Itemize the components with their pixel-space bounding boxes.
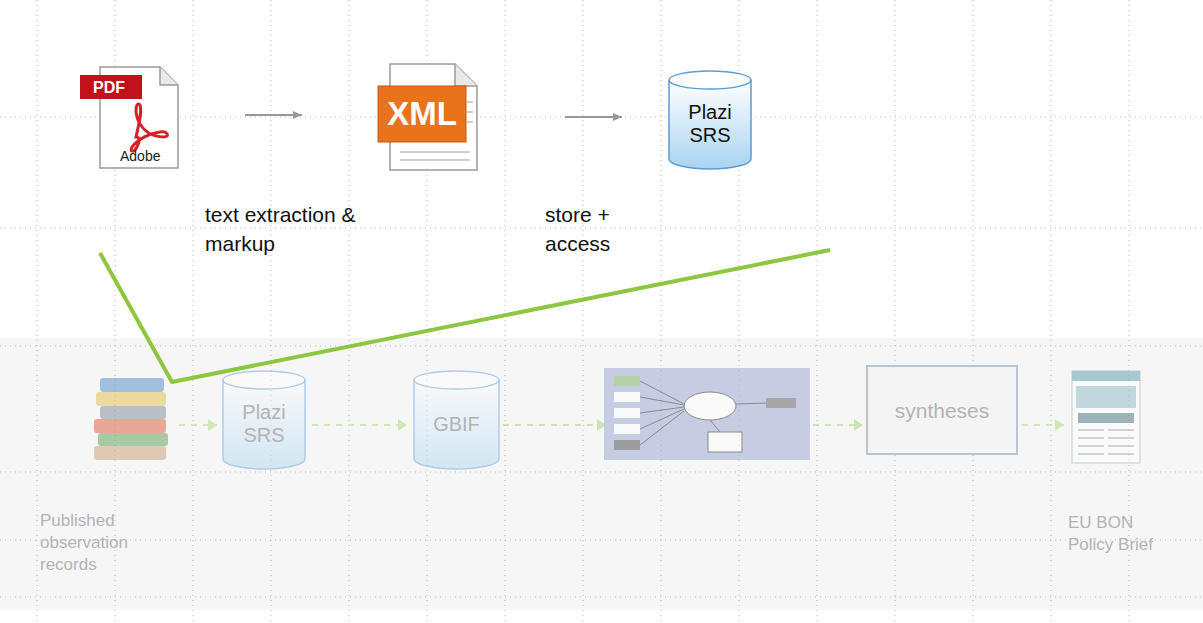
cylinder-label: Plazi SRS xyxy=(675,93,745,147)
pdf-label: PDF xyxy=(93,78,180,98)
process-arrow xyxy=(245,114,302,116)
step-label: text extraction & markup xyxy=(205,200,405,258)
pipeline-arrow xyxy=(179,424,217,426)
xml-label: XML xyxy=(375,95,469,133)
syntheses-node: syntheses xyxy=(866,365,1018,455)
pdf-node: PDF Adobe xyxy=(80,65,180,170)
step-label: store + access xyxy=(545,200,655,258)
cylinder-node: GBIF xyxy=(413,370,500,470)
source-label: Published observation records xyxy=(40,510,175,576)
adobe-label: Adobe xyxy=(120,148,180,164)
books-node: Published observation records xyxy=(40,370,175,600)
highlight-line xyxy=(100,250,830,382)
box-label: syntheses xyxy=(895,398,990,423)
cylinder-label: Plazi SRS xyxy=(229,393,299,447)
output-label: EU BON Policy Brief xyxy=(1066,512,1164,556)
xml-node: XML xyxy=(375,62,480,172)
cylinder-node: Plazi SRS xyxy=(222,370,306,470)
pipeline-arrow xyxy=(312,424,407,426)
process-arrow xyxy=(565,116,622,118)
brief-node: EU BON Policy Brief xyxy=(1066,368,1166,573)
pipeline-arrow xyxy=(1022,424,1064,426)
cylinder-node: Plazi SRS xyxy=(668,70,752,170)
model-diagram-image xyxy=(604,368,810,460)
cylinder-label: GBIF xyxy=(433,405,480,436)
